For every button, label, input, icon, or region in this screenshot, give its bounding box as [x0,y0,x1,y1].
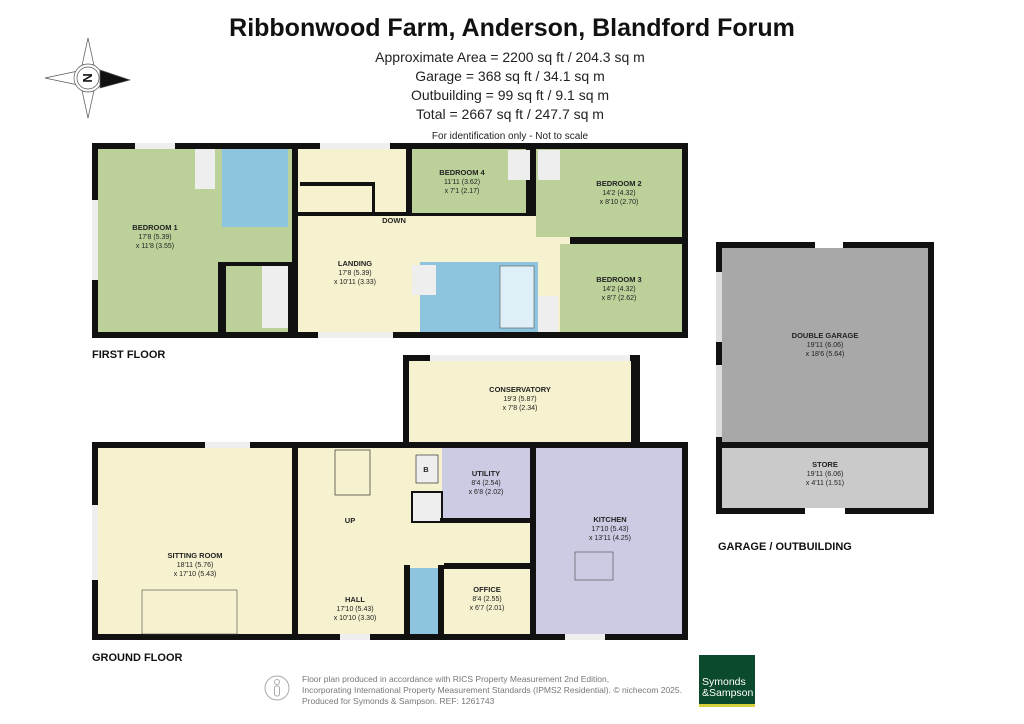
svg-text:19'3 (5.87): 19'3 (5.87) [503,396,536,403]
footer-note: Floor plan produced in accordance with R… [302,674,682,707]
svg-text:BEDROOM 2: BEDROOM 2 [596,179,641,188]
agent-logo: Symonds &Sampson [699,655,755,707]
area-line: Approximate Area = 2200 sq ft / 204.3 sq… [375,49,645,65]
svg-text:x 10'11 (3.33): x 10'11 (3.33) [334,279,376,286]
room-double-garage [722,248,928,442]
footer-line: Incorporating International Property Mea… [302,685,682,695]
garage-outbuilding [716,242,934,514]
svg-text:8'4 (2.55): 8'4 (2.55) [472,596,501,603]
disclaimer: For identification only - Not to scale [431,131,589,142]
svg-text:DOWN: DOWN [382,216,406,225]
svg-text:SITTING ROOM: SITTING ROOM [168,551,223,560]
svg-text:x 7'8 (2.34): x 7'8 (2.34) [503,405,538,412]
first-floor [92,143,688,338]
svg-text:FIRST FLOOR: FIRST FLOOR [92,349,165,361]
svg-text:17'10 (5.43): 17'10 (5.43) [336,606,373,613]
svg-text:19'11 (6.06): 19'11 (6.06) [807,342,844,349]
svg-text:17'10 (5.43): 17'10 (5.43) [591,526,628,533]
svg-text:BEDROOM 4: BEDROOM 4 [439,168,485,177]
svg-text:x 11'8 (3.55): x 11'8 (3.55) [136,243,174,250]
room-bedroom-2 [536,149,682,237]
svg-text:GARAGE / OUTBUILDING: GARAGE / OUTBUILDING [718,541,852,553]
logo-line: Symonds [702,676,746,688]
room-kitchen [536,448,682,634]
svg-text:CONSERVATORY: CONSERVATORY [489,385,551,394]
svg-text:B: B [423,465,429,474]
page-title: Ribbonwood Farm, Anderson, Blandford For… [229,14,795,42]
room-sitting-room [98,448,292,634]
svg-text:UTILITY: UTILITY [472,469,500,478]
svg-text:18'11 (5.76): 18'11 (5.76) [177,562,214,569]
footer-line: Produced for Symonds & Sampson. REF: 126… [302,696,495,706]
room-cloakroom [410,568,438,634]
svg-text:17'8 (5.39): 17'8 (5.39) [338,270,371,277]
ground-floor [92,355,688,640]
measurement-person-icon [264,675,290,701]
room-office [444,570,530,634]
svg-text:11'11 (3.62): 11'11 (3.62) [444,179,480,186]
room-bedroom-3 [560,244,682,332]
svg-text:N: N [80,73,95,82]
svg-text:HALL: HALL [345,595,365,604]
logo-line: &Sampson [702,687,754,699]
area-line: Total = 2667 sq ft / 247.7 sq m [416,106,604,122]
svg-text:GROUND FLOOR: GROUND FLOOR [92,652,182,664]
room-store [722,448,928,508]
svg-text:x 17'10 (5.43): x 17'10 (5.43) [174,571,217,578]
svg-text:x 18'6 (5.64): x 18'6 (5.64) [806,351,845,358]
svg-text:x 8'7 (2.62): x 8'7 (2.62) [602,295,637,302]
room-bedroom-4 [412,149,526,213]
svg-text:x 6'8 (2.02): x 6'8 (2.02) [469,489,504,496]
room-ensuite [222,149,288,227]
svg-text:19'11 (6.06): 19'11 (6.06) [807,471,844,478]
svg-text:14'2 (4.32): 14'2 (4.32) [602,190,635,197]
svg-text:KITCHEN: KITCHEN [593,515,626,524]
area-summary: Approximate Area = 2200 sq ft / 204.3 sq… [330,48,690,146]
svg-text:BEDROOM 1: BEDROOM 1 [132,223,177,232]
svg-text:17'8 (5.39): 17'8 (5.39) [138,234,171,241]
svg-text:STORE: STORE [812,460,838,469]
svg-text:x 10'10 (3.30): x 10'10 (3.30) [334,615,377,622]
svg-text:x 8'10 (2.70): x 8'10 (2.70) [600,199,639,206]
area-line: Garage = 368 sq ft / 34.1 sq m [415,68,605,84]
svg-text:UP: UP [345,516,355,525]
svg-text:x 7'1 (2.17): x 7'1 (2.17) [445,188,480,195]
svg-text:x 13'11 (4.25): x 13'11 (4.25) [589,535,631,542]
area-line: Outbuilding = 99 sq ft / 9.1 sq m [410,87,610,103]
svg-text:14'2 (4.32): 14'2 (4.32) [602,286,635,293]
svg-text:8'4 (2.54): 8'4 (2.54) [471,480,500,487]
svg-text:BEDROOM 3: BEDROOM 3 [596,275,641,284]
svg-text:LANDING: LANDING [338,259,372,268]
svg-text:x 4'11 (1.51): x 4'11 (1.51) [806,480,844,487]
room-utility [442,448,530,518]
footer-line: Floor plan produced in accordance with R… [302,674,610,684]
svg-text:DOUBLE GARAGE: DOUBLE GARAGE [792,331,859,340]
svg-text:OFFICE: OFFICE [473,585,501,594]
room-conservatory [409,361,631,445]
svg-text:x 6'7 (2.01): x 6'7 (2.01) [470,605,505,612]
compass-rose-icon: N [44,37,132,119]
